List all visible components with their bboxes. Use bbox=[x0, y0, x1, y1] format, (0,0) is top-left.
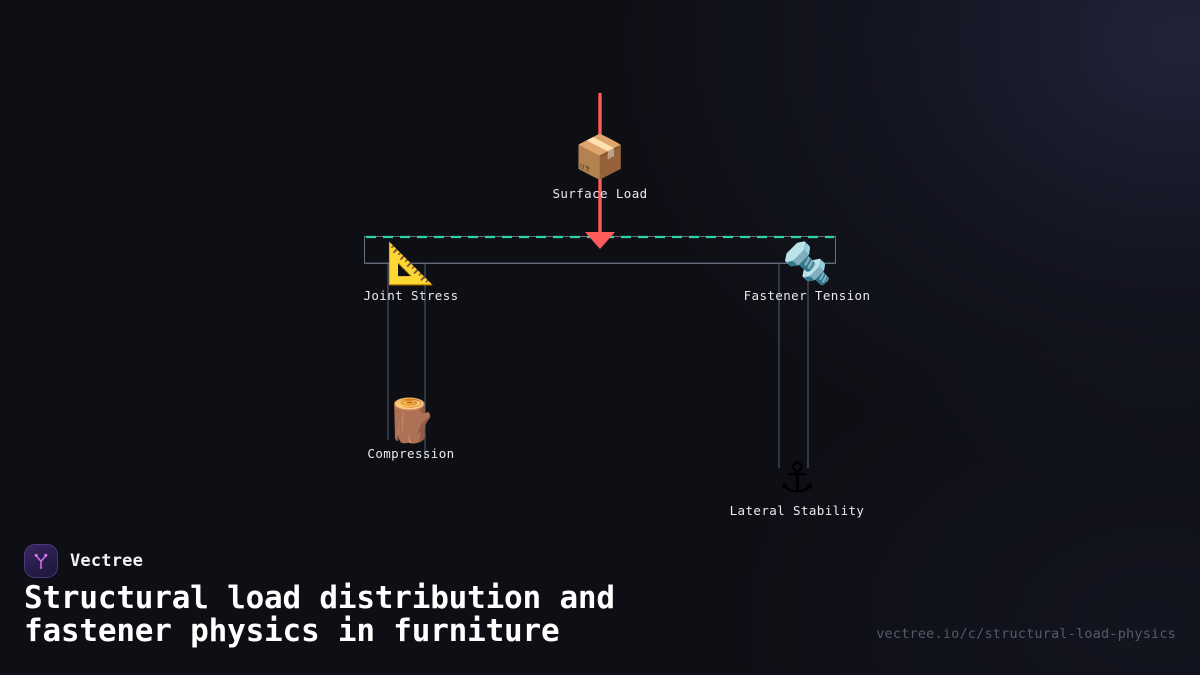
brand-row[interactable]: Vectree bbox=[24, 544, 143, 578]
package-box-icon: 📦 bbox=[573, 132, 627, 181]
node-label-lateral-stability: Lateral Stability bbox=[729, 503, 865, 518]
brand-name: Vectree bbox=[70, 551, 144, 571]
page-title: Structural load distribution and fastene… bbox=[24, 580, 615, 649]
diagram-node-fastener-tension[interactable]: 🔩 Fastener Tension bbox=[722, 244, 892, 303]
diagram-edges bbox=[364, 93, 836, 468]
diagram-node-joint-stress[interactable]: 📐 Joint Stress bbox=[326, 244, 496, 303]
diagram-node-surface-load[interactable]: 📦 Surface Load bbox=[515, 132, 685, 202]
wood-log-icon: 🪵 bbox=[384, 396, 438, 445]
node-label-surface-load: Surface Load bbox=[552, 186, 648, 201]
triangular-ruler-icon: 📐 bbox=[386, 241, 436, 287]
node-label-compression: Compression bbox=[367, 446, 455, 461]
nut-and-bolt-icon: 🔩 bbox=[782, 241, 832, 287]
load-arrow-head bbox=[585, 232, 615, 249]
node-label-joint-stress: Joint Stress bbox=[363, 288, 459, 303]
node-label-fastener-tension: Fastener Tension bbox=[743, 288, 871, 303]
slide-footer: Vectree Structural load distribution and… bbox=[0, 540, 1200, 675]
diagram-node-lateral-stability[interactable]: ⚓ Lateral Stability bbox=[712, 453, 882, 519]
structural-load-diagram: 📦 Surface Load 📐 Joint Stress 🔩 Fastener… bbox=[326, 93, 892, 519]
anchor-icon: ⚓ bbox=[778, 453, 816, 502]
footer-url: vectree.io/c/structural-load-physics bbox=[876, 626, 1176, 642]
vectree-tree-logo-icon bbox=[24, 544, 58, 578]
vectree-glyph bbox=[34, 553, 48, 569]
diagram-node-compression[interactable]: 🪵 Compression bbox=[326, 396, 496, 462]
